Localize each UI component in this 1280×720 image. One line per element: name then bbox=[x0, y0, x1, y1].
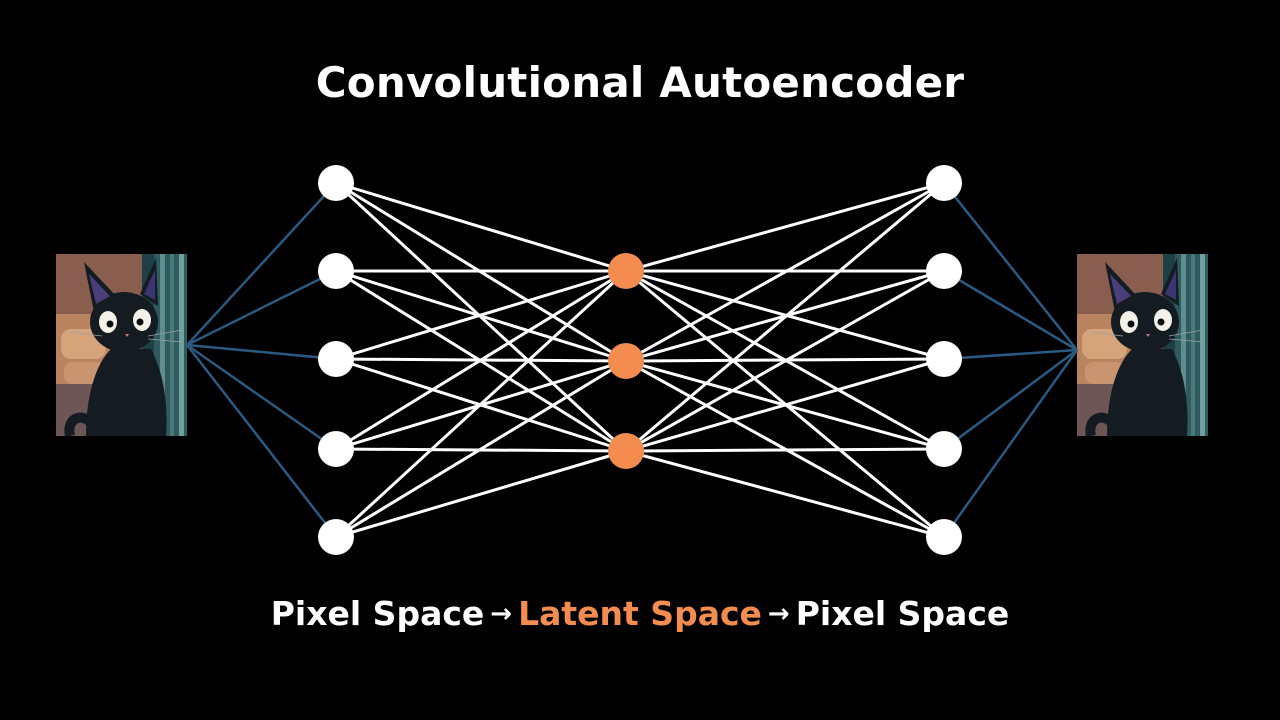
decoder-edge-2-4 bbox=[625, 449, 945, 539]
encoder-edge-0-0 bbox=[335, 181, 627, 273]
network-nodes bbox=[318, 165, 962, 555]
caption-latent-space: Latent Space bbox=[518, 594, 762, 633]
input-image-edge-4 bbox=[186, 344, 337, 538]
output-image-edge-1 bbox=[943, 269, 1078, 352]
input-node-0 bbox=[318, 165, 354, 201]
output-image-edge-4 bbox=[942, 349, 1079, 538]
input-node-4 bbox=[318, 519, 354, 555]
output-node-2 bbox=[926, 341, 962, 377]
image-edges bbox=[186, 182, 1079, 538]
caption: Pixel Space→Latent Space→Pixel Space bbox=[0, 594, 1280, 633]
encoder-edge-4-0 bbox=[334, 269, 628, 539]
output-node-3 bbox=[926, 431, 962, 467]
decoder-edge-2-0 bbox=[625, 181, 945, 453]
input-image-edge-2 bbox=[186, 343, 337, 361]
input-node-1 bbox=[318, 253, 354, 289]
output-image-edge-2 bbox=[943, 348, 1078, 361]
output-image bbox=[1077, 254, 1208, 436]
output-node-4 bbox=[926, 519, 962, 555]
decoder-edge-0-0 bbox=[625, 181, 945, 273]
encoder-edge-4-2 bbox=[335, 449, 627, 539]
decoder-edge-2-3 bbox=[625, 447, 945, 453]
caption-pixel-space-input: Pixel Space bbox=[270, 594, 485, 633]
diagram-title: Convolutional Autoencoder bbox=[315, 58, 965, 107]
encoder-edge-2-0 bbox=[335, 269, 627, 361]
caption-arrow-1: → bbox=[490, 599, 513, 629]
output-image-edge-0 bbox=[943, 182, 1078, 351]
network-edges bbox=[334, 181, 945, 539]
output-node-1 bbox=[926, 253, 962, 289]
output-node-0 bbox=[926, 165, 962, 201]
caption-arrow-2: → bbox=[767, 599, 790, 629]
input-image bbox=[56, 254, 187, 436]
latent-node-1 bbox=[608, 343, 644, 379]
input-node-2 bbox=[318, 341, 354, 377]
latent-node-2 bbox=[608, 433, 644, 469]
input-image-edge-1 bbox=[186, 269, 337, 347]
input-node-3 bbox=[318, 431, 354, 467]
input-image-edge-3 bbox=[186, 343, 337, 451]
latent-node-0 bbox=[608, 253, 644, 289]
output-image-edge-3 bbox=[943, 348, 1078, 451]
encoder-edge-4-1 bbox=[335, 359, 627, 539]
decoder-edge-2-1 bbox=[625, 269, 945, 453]
encoder-edge-3-0 bbox=[335, 269, 627, 451]
decoder-edge-2-2 bbox=[625, 357, 945, 453]
caption-pixel-space-output: Pixel Space bbox=[795, 594, 1010, 633]
input-image-edge-0 bbox=[186, 182, 337, 346]
decoder-edge-1-0 bbox=[625, 181, 945, 363]
